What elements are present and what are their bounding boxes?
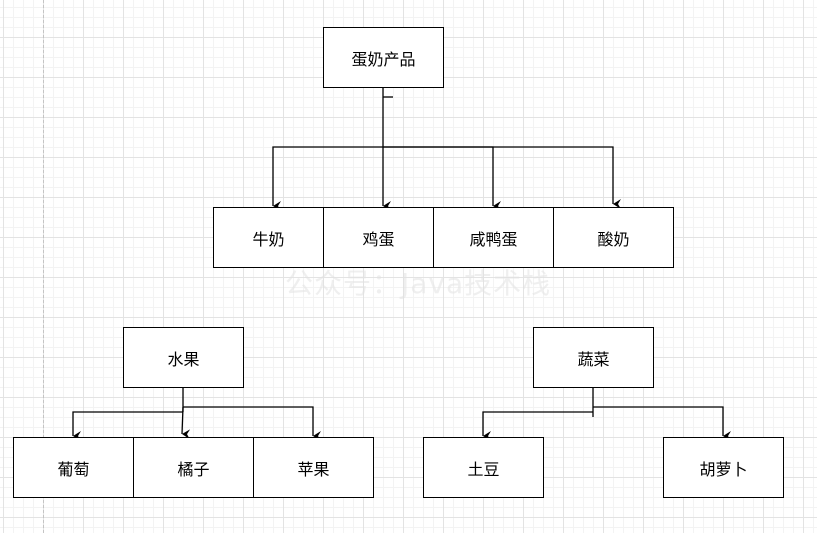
connector-to-grape — [72, 411, 183, 441]
node-label: 水果 — [167, 349, 200, 369]
connector-to-orange — [181, 406, 191, 440]
node-label: 胡萝卜 — [699, 459, 748, 479]
node-yogurt[interactable]: 酸奶 — [553, 207, 674, 268]
node-apple[interactable]: 苹果 — [253, 437, 374, 498]
node-grape[interactable]: 葡萄 — [13, 437, 134, 498]
node-vegetables[interactable]: 蔬菜 — [533, 327, 654, 388]
node-label: 牛奶 — [252, 229, 285, 249]
node-label: 苹果 — [297, 459, 330, 479]
node-label: 咸鸭蛋 — [469, 229, 518, 249]
watermark: 公众号：Java技术栈 — [285, 267, 552, 300]
page-boundary-dashed-line — [43, 0, 44, 533]
node-milk[interactable]: 牛奶 — [213, 207, 324, 268]
node-dairy-products[interactable]: 蛋奶产品 — [323, 27, 444, 88]
connector-to-apple — [183, 406, 321, 441]
node-label: 葡萄 — [57, 459, 90, 479]
connector-to-potato — [482, 411, 593, 441]
node-label: 蛋奶产品 — [351, 49, 416, 69]
vegetable-connectors — [482, 387, 731, 441]
connector-to-salted-duck-egg — [383, 146, 501, 211]
node-egg[interactable]: 鸡蛋 — [323, 207, 434, 268]
node-label: 橘子 — [177, 459, 210, 479]
connector-to-carrot — [593, 406, 731, 441]
node-label: 蔬菜 — [577, 349, 610, 369]
fruit-connectors — [72, 387, 321, 441]
node-orange[interactable]: 橘子 — [133, 437, 254, 498]
node-label: 土豆 — [467, 459, 500, 479]
dairy-connectors — [272, 87, 621, 211]
node-carrot[interactable]: 胡萝卜 — [663, 437, 784, 498]
connector-to-yogurt — [383, 146, 621, 209]
node-fruit[interactable]: 水果 — [123, 327, 244, 388]
connector-to-milk — [272, 146, 383, 211]
node-salted-duck-egg[interactable]: 咸鸭蛋 — [433, 207, 554, 268]
node-potato[interactable]: 土豆 — [423, 437, 544, 498]
node-label: 酸奶 — [597, 229, 630, 249]
node-label: 鸡蛋 — [362, 229, 395, 249]
